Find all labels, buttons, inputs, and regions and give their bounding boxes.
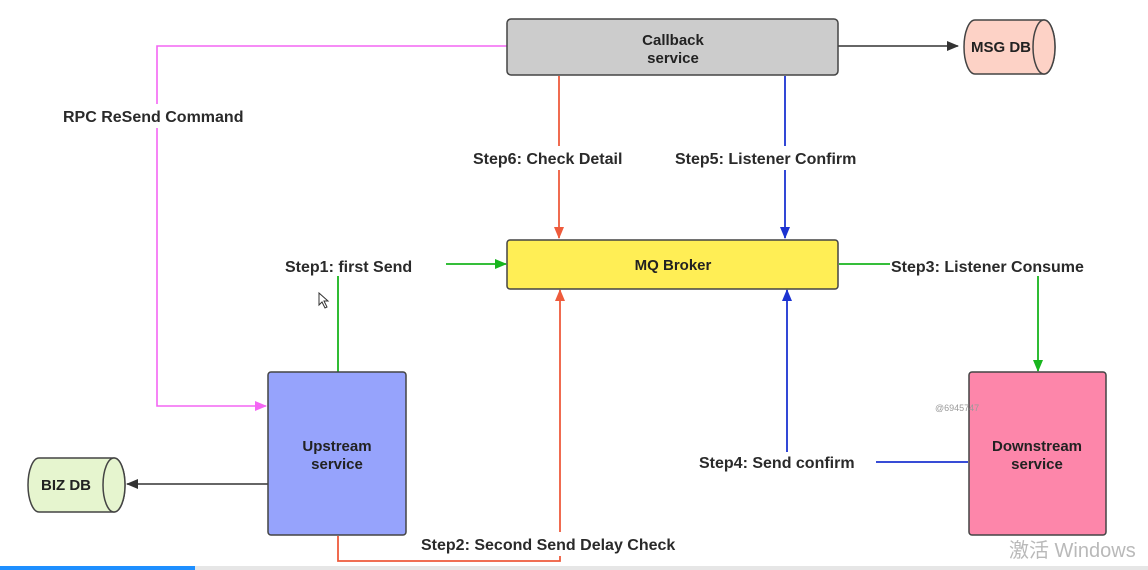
step1-label: Step1: first Send bbox=[285, 259, 412, 276]
upstream-service-node: Upstream service bbox=[267, 371, 407, 536]
callback-label-line1: Callback bbox=[642, 32, 704, 49]
rpc-resend-arrow bbox=[156, 45, 507, 411]
mq-broker-label: MQ Broker bbox=[635, 257, 712, 274]
step6-label: Step6: Check Detail bbox=[473, 151, 622, 168]
msg-db-label: MSG DB bbox=[971, 39, 1031, 56]
step4-label: Step4: Send confirm bbox=[699, 455, 855, 472]
downstream-service-node: Downstream service bbox=[968, 371, 1107, 536]
callback-service-node: Callback service bbox=[506, 18, 839, 76]
video-progress-fill bbox=[0, 566, 196, 570]
msg-db-node: MSG DB bbox=[963, 19, 1056, 75]
upstream-label-line1: Upstream bbox=[302, 438, 371, 455]
mouse-cursor-icon bbox=[318, 291, 330, 309]
downstream-label-line2: service bbox=[1011, 456, 1063, 473]
video-progress-bar[interactable] bbox=[0, 566, 1148, 570]
step3-label: Step3: Listener Consume bbox=[891, 259, 1084, 276]
callback-label-line2: service bbox=[647, 50, 699, 67]
mq-broker-node: MQ Broker bbox=[506, 239, 839, 290]
step2-arrow bbox=[337, 289, 565, 562]
rpc-resend-label: RPC ReSend Command bbox=[63, 109, 243, 126]
biz-db-label: BIZ DB bbox=[41, 477, 91, 494]
upstream-label-line2: service bbox=[311, 456, 363, 473]
step2-label: Step2: Second Send Delay Check bbox=[421, 537, 675, 554]
step5-label: Step5: Listener Confirm bbox=[675, 151, 856, 168]
downstream-label-line1: Downstream bbox=[992, 438, 1082, 455]
image-id-mark: @6945747 bbox=[935, 403, 979, 413]
windows-activation-watermark: 激活 Windows bbox=[1009, 539, 1136, 562]
biz-db-node: BIZ DB bbox=[27, 457, 126, 513]
